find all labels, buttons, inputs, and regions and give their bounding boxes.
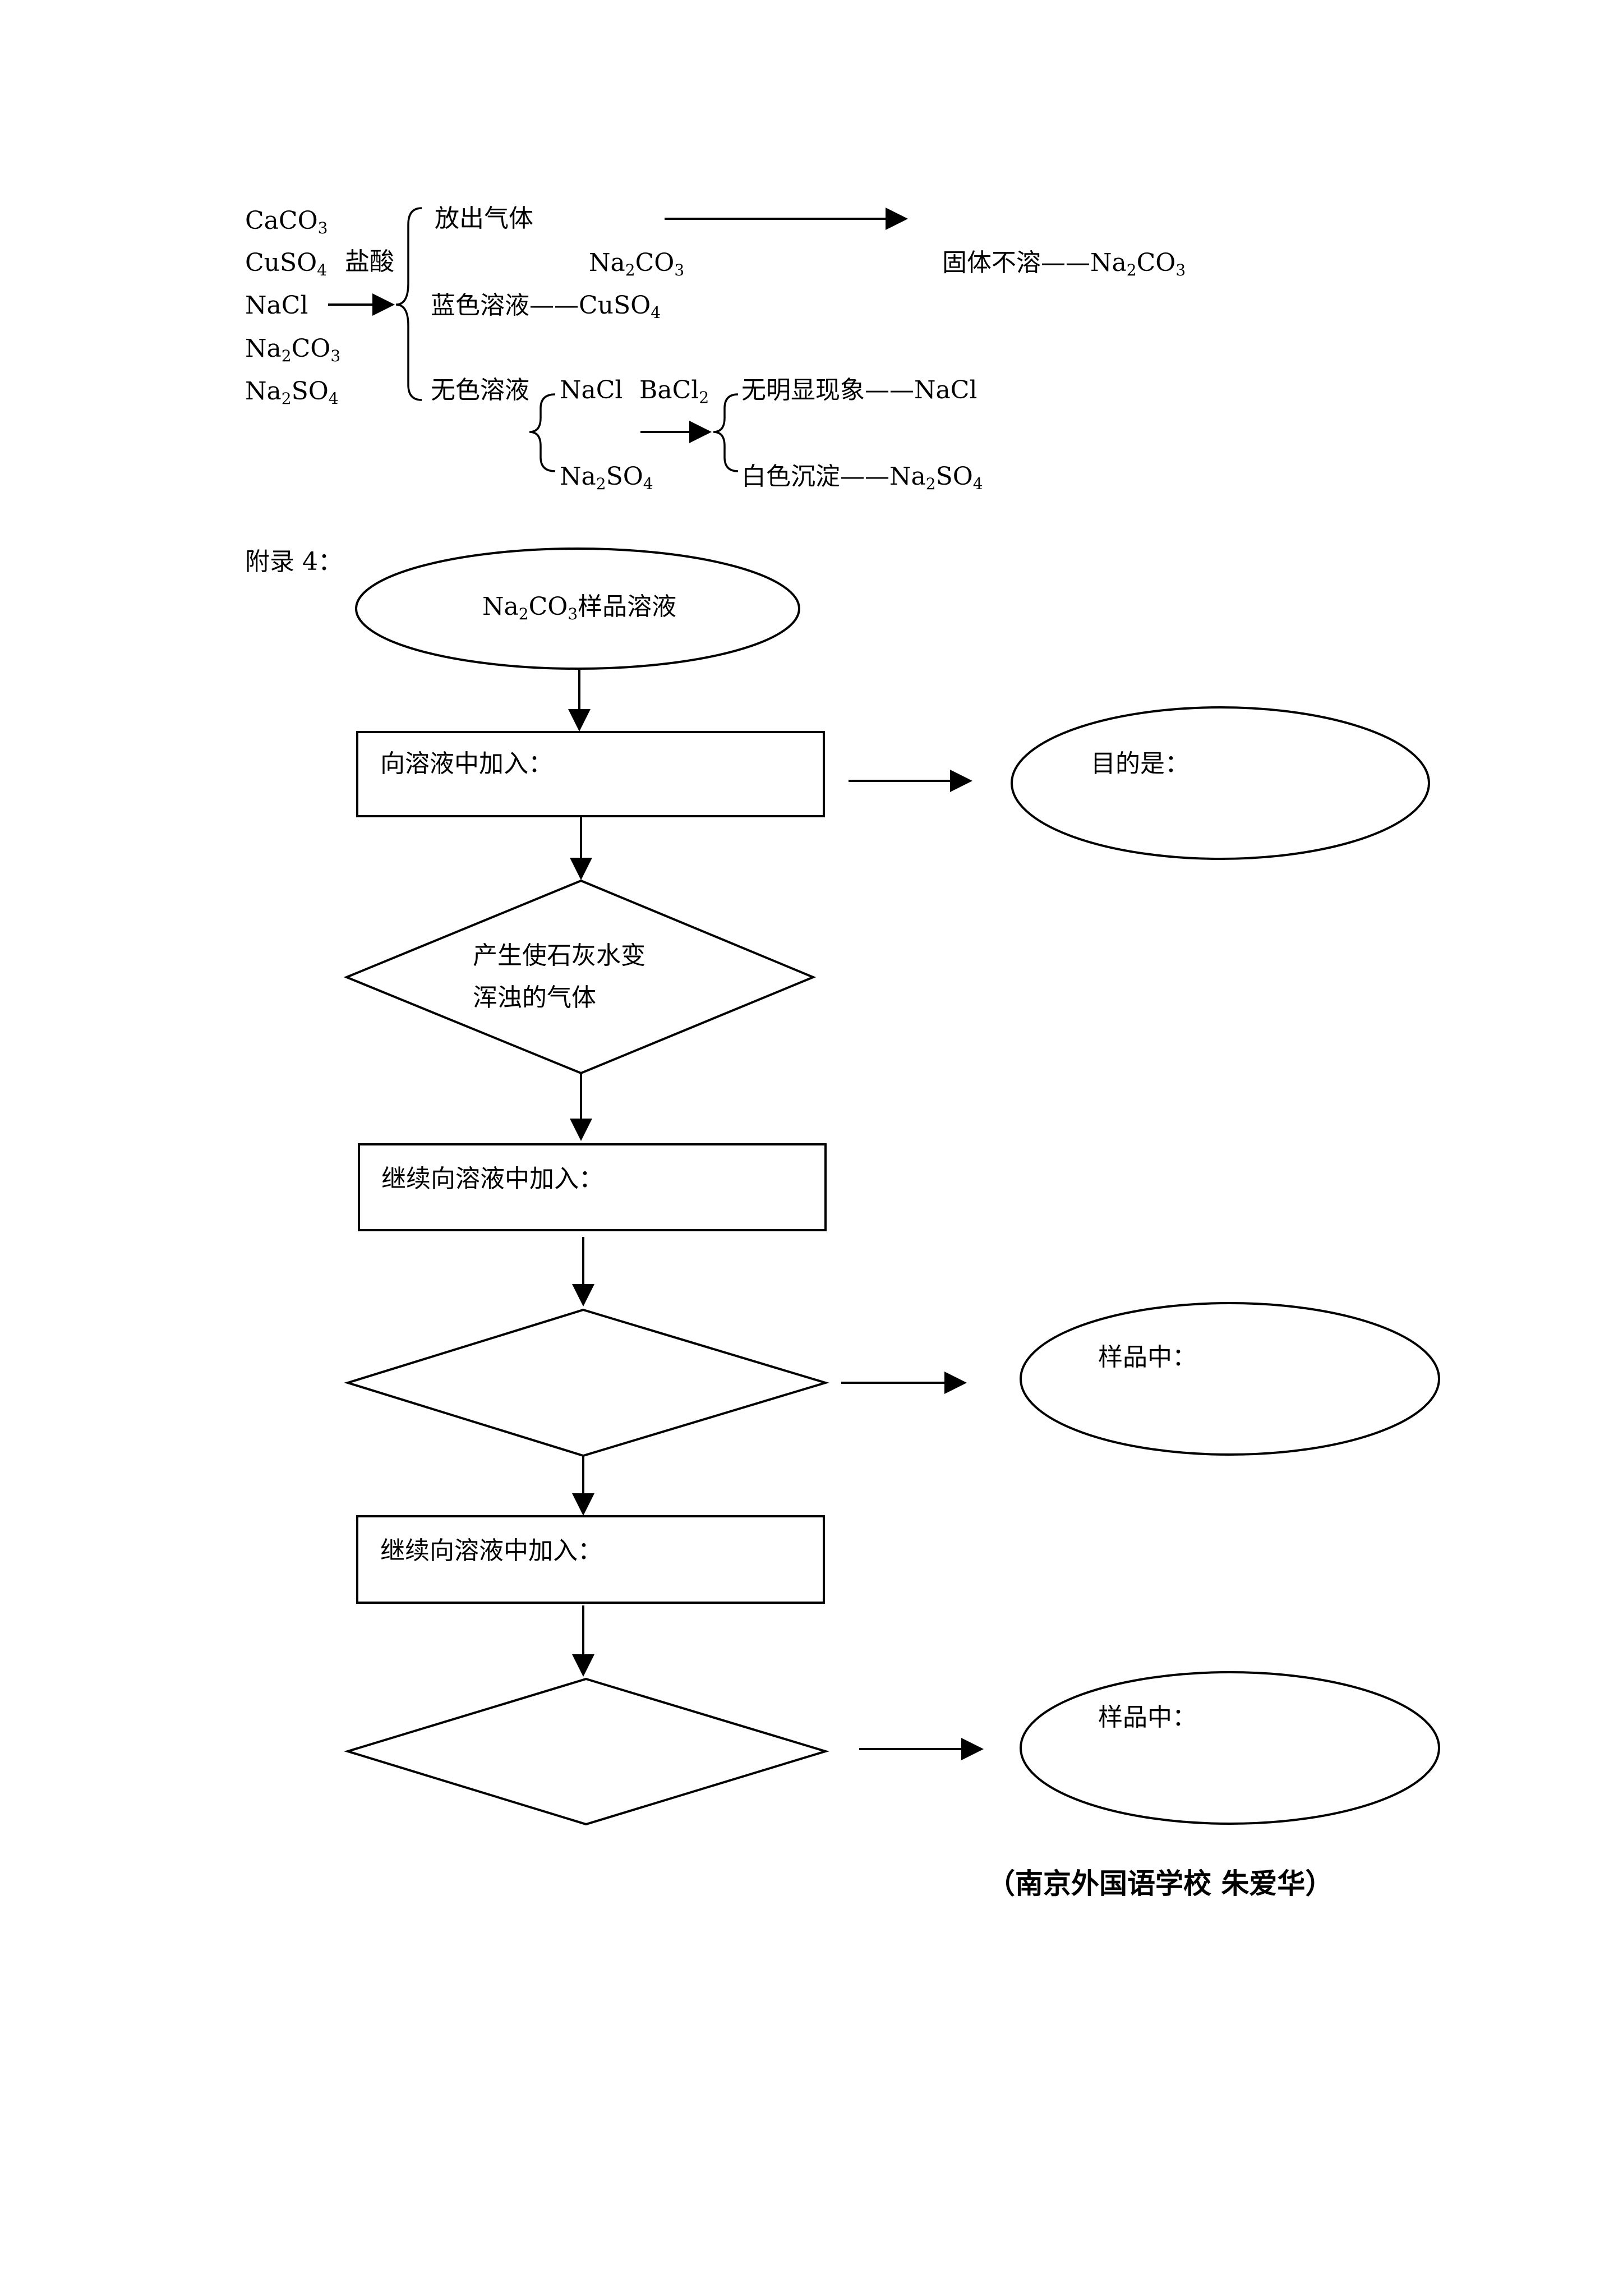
author-credit: （南京外国语学校 朱爱华） <box>987 1867 1334 1900</box>
result2-ellipse <box>1020 1671 1440 1825</box>
step3-box <box>356 1515 825 1604</box>
decision1-line1: 产生使石灰水变 <box>473 941 645 970</box>
decision1-line2: 浑浊的气体 <box>473 983 596 1012</box>
branch-gas: 放出气体 <box>435 204 533 233</box>
purpose-ellipse <box>1011 706 1430 860</box>
solid-insoluble: 固体不溶——Na2CO3 <box>942 249 1186 279</box>
step2-box <box>358 1143 827 1231</box>
reagent-hcl: 盐酸 <box>345 247 394 276</box>
appendix-label: 附录 4： <box>245 547 343 576</box>
gas-result: Na2CO3 <box>589 249 685 279</box>
purpose-text: 目的是： <box>1091 749 1189 778</box>
brace-bacl2 <box>713 393 739 472</box>
step3-text: 继续向溶液中加入： <box>380 1536 602 1565</box>
step1-box <box>356 731 825 817</box>
brace-colorless <box>529 393 556 472</box>
start-text: Na2CO3样品溶液 <box>482 592 677 623</box>
branch-blue: 蓝色溶液——CuSO4 <box>431 291 661 322</box>
sample-nacl: NaCl <box>245 291 308 320</box>
start-ellipse <box>355 547 800 670</box>
sample-cuso4: CuSO4 <box>245 249 328 279</box>
result-na2so4: 白色沉淀——Na2SO4 <box>741 462 983 493</box>
decision2-diamond <box>344 1308 829 1457</box>
sample-na2co3: Na2CO3 <box>245 334 341 365</box>
result1-ellipse <box>1020 1302 1440 1456</box>
sample-na2so4: Na2SO4 <box>245 377 339 408</box>
decision3-diamond <box>344 1677 829 1826</box>
sample-caco3: CaCO3 <box>245 206 328 237</box>
sub-na2so4: Na2SO4 <box>560 462 653 493</box>
result-nacl: 无明显现象——NaCl <box>741 376 978 404</box>
decision1-diamond <box>343 879 817 1075</box>
sub-nacl: NaCl <box>560 376 623 404</box>
result2-text: 样品中： <box>1098 1703 1197 1732</box>
result1-text: 样品中： <box>1098 1343 1197 1372</box>
brace-hcl <box>395 207 422 401</box>
branch-colorless: 无色溶液 <box>431 376 529 404</box>
step2-text: 继续向溶液中加入： <box>381 1165 603 1193</box>
step1-text: 向溶液中加入： <box>380 749 553 778</box>
reagent-bacl2: BaCl2 <box>639 376 709 407</box>
